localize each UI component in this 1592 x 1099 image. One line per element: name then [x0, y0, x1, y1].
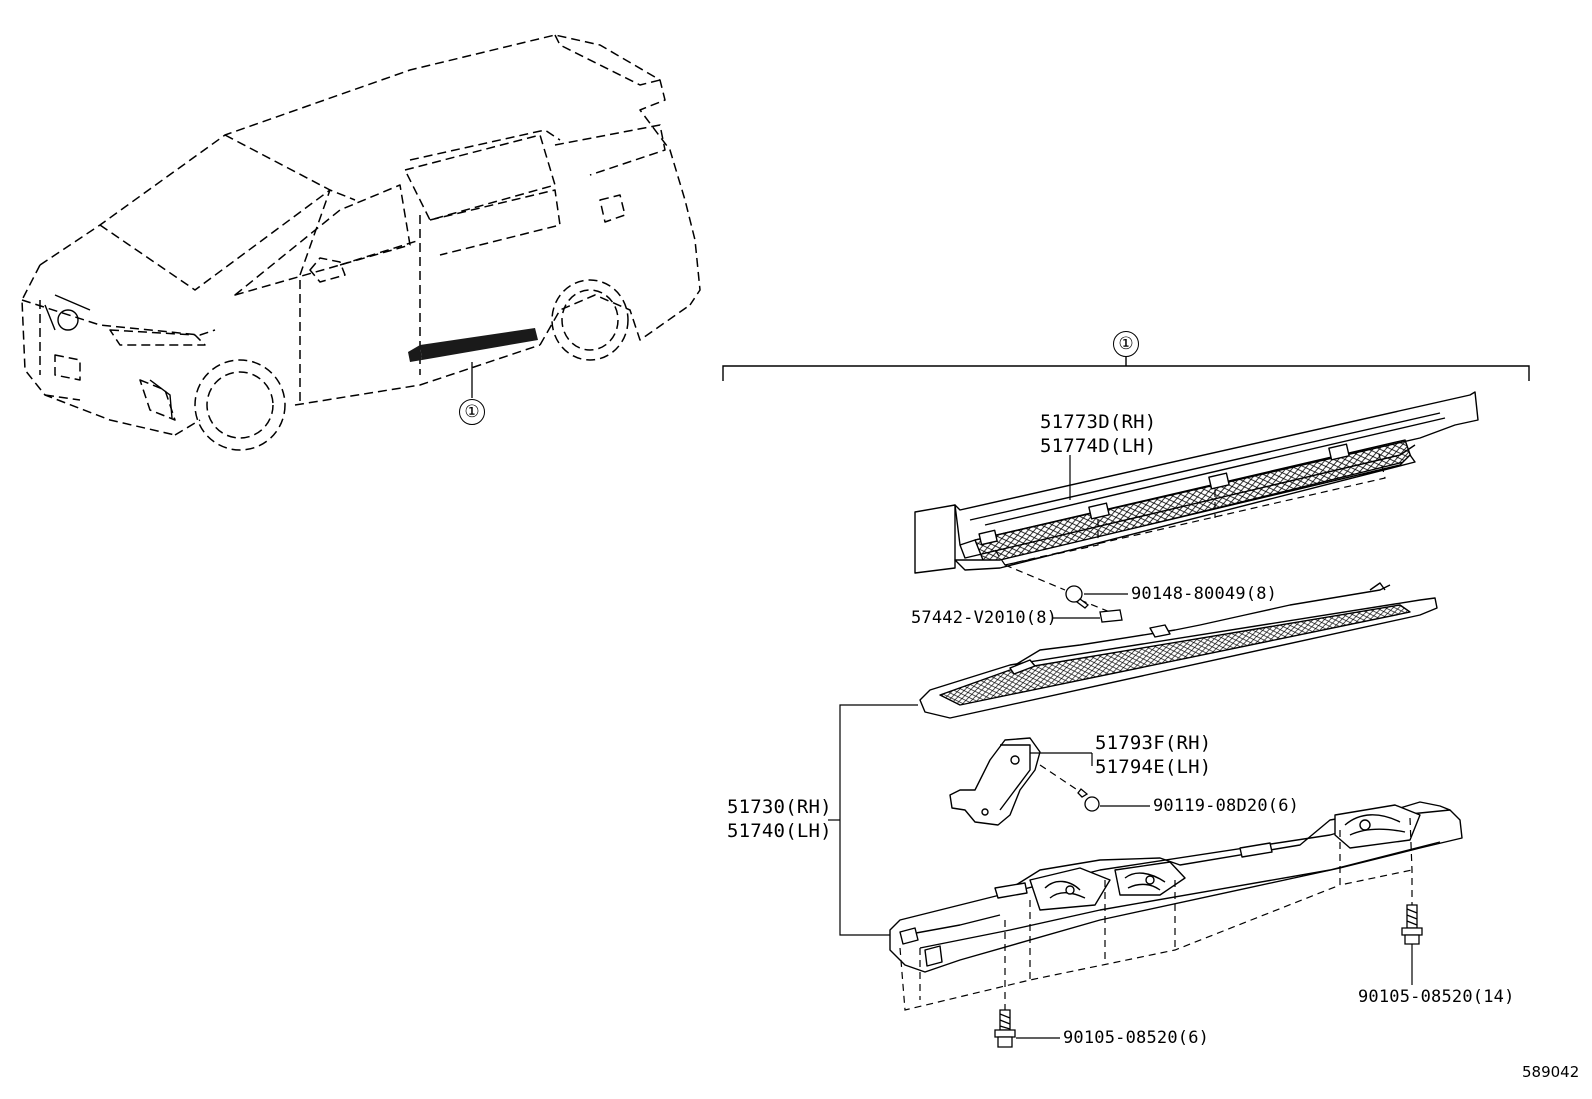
label-bolt-90119: 90119-08D20(6)	[1153, 796, 1300, 816]
bracket-leaders	[1030, 752, 1093, 766]
step-base	[889, 801, 1463, 973]
assy-leader	[828, 704, 918, 936]
label-assy-lh: 51740(LH)	[727, 820, 832, 842]
label-screw-90148: 90148-80049(8)	[1131, 584, 1278, 604]
label-clip-57442: 57442-V2010(8)	[911, 608, 1058, 628]
vehicle-outline	[21, 34, 701, 451]
label-assy-rh: 51730(RH)	[727, 796, 832, 818]
assembly-bracket	[722, 357, 1530, 381]
label-cover-lh: 51774D(LH)	[1040, 435, 1157, 457]
illustration-number: 589042	[1522, 1063, 1580, 1081]
base-dashed-lines	[899, 817, 1413, 1015]
label-cover-rh: 51773D(RH)	[1040, 411, 1157, 433]
vehicle-side-step-highlight	[408, 328, 538, 398]
label-bolt-90105-front: 90105-08520(6)	[1063, 1028, 1210, 1048]
screw-90148-icon	[1065, 585, 1089, 609]
clip-57442-icon	[1099, 609, 1123, 623]
label-bracket-rh: 51793F(RH)	[1095, 732, 1212, 754]
bolt-90119-icon	[1077, 788, 1100, 812]
bolt-90105-front-icon	[994, 1009, 1016, 1048]
callout-vehicle-1: ①	[459, 399, 485, 425]
callout-assembly-1: ①	[1113, 331, 1139, 357]
step-cover	[914, 391, 1479, 574]
bolt-90105-rear-icon	[1401, 904, 1423, 945]
label-bolt-90105-rear: 90105-08520(14)	[1358, 987, 1515, 1007]
step-tread	[919, 582, 1438, 719]
label-bracket-lh: 51794E(LH)	[1095, 756, 1212, 778]
vehicle-details	[44, 294, 173, 419]
bracket	[949, 737, 1041, 826]
